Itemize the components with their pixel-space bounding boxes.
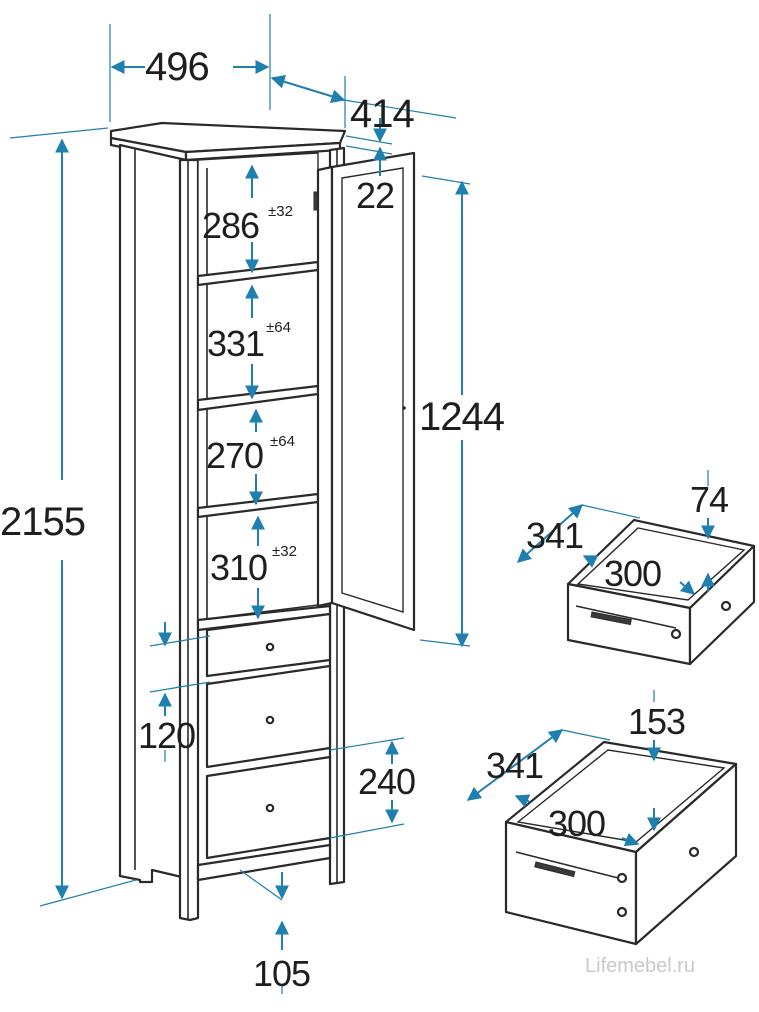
- door-height-label: 1244: [419, 395, 505, 439]
- large-drawer-runner-icon: [534, 861, 576, 878]
- bottom-drawer-knob-icon: [265, 803, 275, 813]
- width-label: 496: [145, 45, 209, 89]
- small-drawer-height-label: 120: [138, 715, 195, 756]
- door-knob-icon: [402, 406, 406, 410]
- large-drawer-front-panel: [634, 762, 738, 946]
- small-drawer-depth-label: 341: [526, 515, 583, 556]
- shelf-gap-3-tolerance: ±64: [270, 433, 295, 450]
- shelf-gap-2-label: 331: [207, 323, 264, 364]
- large-drawer-depth-label: 341: [486, 745, 543, 786]
- cabinet-drawing: [109, 121, 416, 922]
- cabinet-bottom-rail: [196, 843, 332, 882]
- depth-label: 414: [350, 92, 414, 136]
- middle-drawer-knob-icon: [265, 715, 275, 725]
- door-edge: [316, 165, 334, 608]
- small-drawer-knob-detail-icon: [720, 600, 732, 612]
- door-panel: [341, 167, 404, 613]
- shelf-gap-3-label: 270: [206, 435, 263, 476]
- height-label: 2155: [0, 500, 85, 544]
- large-drawer-height-label: 240: [358, 761, 415, 802]
- shelf-gap-2-tolerance: ±64: [266, 319, 291, 336]
- overhang-label: 22: [356, 175, 394, 216]
- large-drawer-height-label-detail: 153: [628, 701, 685, 742]
- small-drawer-width-label: 300: [604, 553, 661, 594]
- shelf-gap-4-label: 310: [210, 547, 267, 588]
- large-drawer-knob-detail-icon: [688, 846, 700, 858]
- watermark: Lifemebel.ru: [585, 955, 695, 977]
- small-drawer-detail: [516, 470, 756, 666]
- large-drawer-detail: [466, 690, 738, 946]
- large-drawer-width-label: 300: [548, 803, 605, 844]
- small-drawer-height-label-detail: 74: [690, 479, 728, 520]
- cabinet-front-left-leg: [178, 158, 200, 922]
- cabinet-left-side: [118, 143, 188, 884]
- small-drawer-knob-icon: [265, 642, 275, 652]
- shelf-gap-4-tolerance: ±32: [272, 543, 297, 560]
- shelf-gap-1-tolerance: ±32: [268, 203, 293, 220]
- cabinet-dimensions: [9, 14, 471, 994]
- dimension-labels: 496 414 22 2155 1244 286 ±32 331 ±64 270…: [0, 45, 729, 994]
- leg-height-label: 105: [253, 953, 310, 994]
- shelf-gap-1-label: 286: [202, 205, 259, 246]
- large-drawer-inside: [516, 749, 726, 843]
- small-drawer-runner-icon: [590, 611, 632, 626]
